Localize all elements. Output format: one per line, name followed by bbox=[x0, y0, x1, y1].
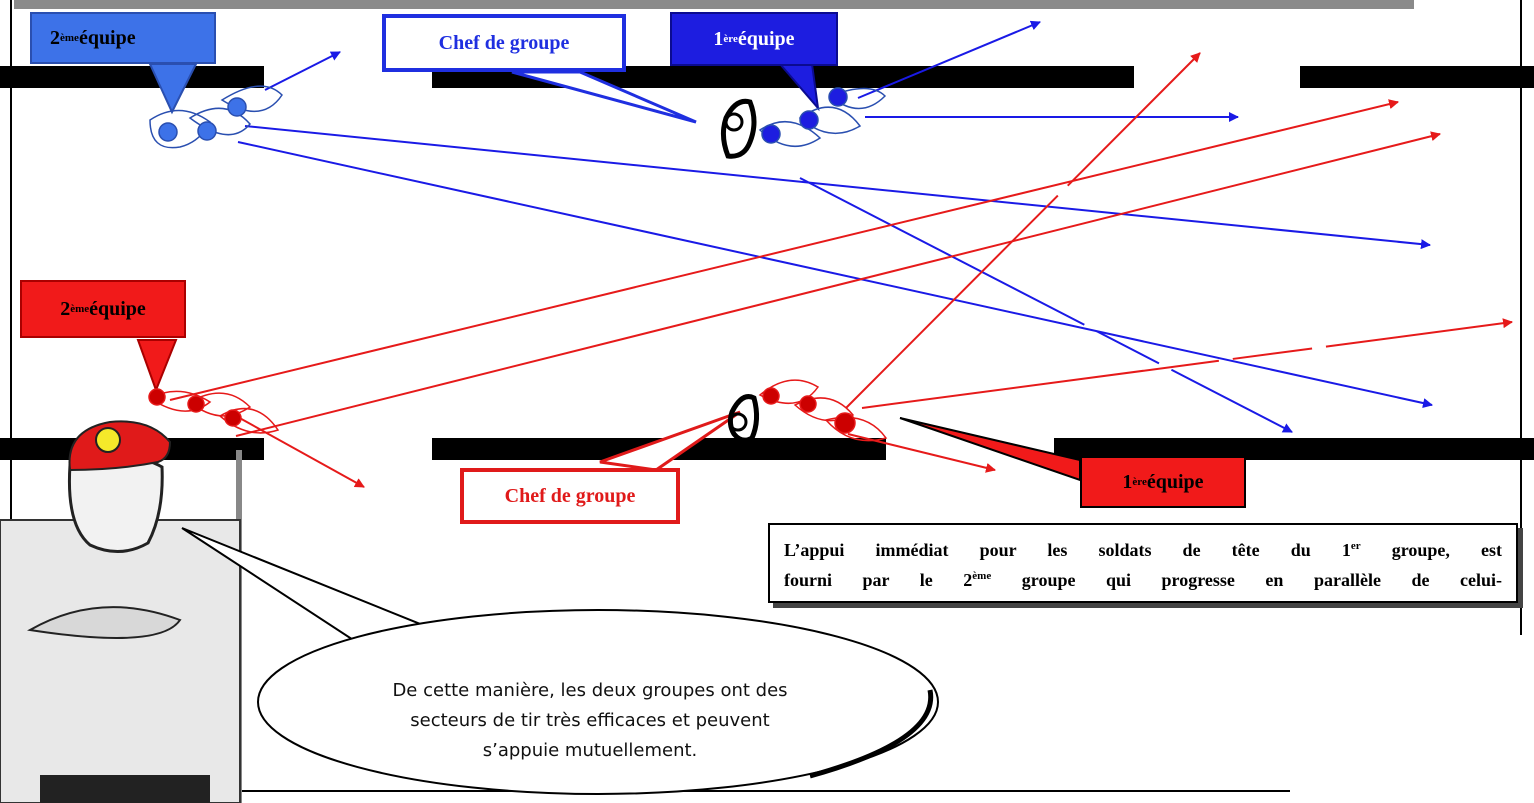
red-arrow-5 bbox=[861, 318, 1513, 409]
blue-chef-callout: Chef de groupe bbox=[382, 14, 626, 72]
red-arrow-1 bbox=[169, 99, 1399, 401]
blue-team1-word: équipe bbox=[737, 27, 795, 50]
blue-soldier-marker bbox=[227, 97, 247, 117]
red-soldier-marker bbox=[762, 387, 780, 405]
red-arrow-2 bbox=[235, 131, 1441, 437]
info-line-2a: fourni par le 2 bbox=[784, 570, 973, 590]
speech-line-1: De cette manière, les deux groupes ont d… bbox=[392, 680, 788, 701]
red-soldier-marker bbox=[148, 388, 166, 406]
red-soldier-marker bbox=[799, 395, 817, 413]
blue-arrow-4 bbox=[857, 20, 1041, 99]
blue-soldier-marker bbox=[799, 110, 819, 130]
blue-arrow-6 bbox=[799, 177, 1293, 433]
red-soldier-marker bbox=[834, 412, 856, 434]
red-chef-callout: Chef de groupe bbox=[460, 468, 680, 524]
blue-team2-sup: ème bbox=[60, 32, 79, 44]
red-team2-sup: ème bbox=[70, 303, 90, 315]
info-line-1b: groupe, est bbox=[1360, 540, 1502, 560]
red-chef-label: Chef de groupe bbox=[504, 484, 636, 507]
info-line-2b: groupe qui progresse en parallèle de cel… bbox=[991, 570, 1502, 590]
blue-chef-figure bbox=[720, 98, 757, 159]
speech-line-3: s’appuie mutuellement. bbox=[482, 740, 698, 761]
top-wall bbox=[0, 66, 1534, 88]
bottom-wall bbox=[0, 438, 1534, 460]
red-arrow-4 bbox=[845, 52, 1201, 409]
red-team2-tail bbox=[136, 339, 178, 393]
red-team1-word: équipe bbox=[1146, 470, 1204, 493]
info-box: L’appui immédiat pour les soldats de têt… bbox=[768, 523, 1518, 603]
red-soldier-marker bbox=[224, 409, 242, 427]
blue-arrow-2 bbox=[244, 125, 1431, 250]
blue-soldier-marker bbox=[158, 122, 178, 142]
blue-soldier-marker bbox=[761, 124, 781, 144]
soldier-character bbox=[0, 420, 242, 803]
character-belt bbox=[40, 775, 210, 803]
red-soldiers bbox=[148, 379, 888, 442]
blue-arrow-3 bbox=[237, 141, 1433, 408]
red-team1-tail bbox=[899, 417, 1081, 482]
info-line-1a: L’appui immédiat pour les soldats de têt… bbox=[784, 540, 1351, 560]
red-chef-figure bbox=[727, 394, 760, 443]
beret bbox=[68, 420, 172, 472]
red-arrow-3 bbox=[235, 415, 365, 488]
info-line-2-sup: ème bbox=[972, 570, 992, 582]
blue-soldier-marker bbox=[828, 87, 848, 107]
blue-soldier-marker bbox=[197, 121, 217, 141]
character-head bbox=[67, 456, 164, 553]
character-shirt bbox=[0, 519, 241, 803]
red-team2-number: 2 bbox=[60, 297, 71, 320]
info-line-1-sup: er bbox=[1350, 540, 1361, 552]
blue-soldiers bbox=[149, 85, 887, 149]
blue-team1-sup: ère bbox=[723, 33, 738, 45]
blue-arrow-1 bbox=[264, 51, 341, 91]
speech-text: De cette manière, les deux groupes ont d… bbox=[380, 676, 800, 766]
blue-team2-tail bbox=[148, 63, 198, 115]
top-gray-bar bbox=[14, 0, 1414, 9]
red-soldier-marker bbox=[187, 395, 205, 413]
blue-fire-arrows bbox=[237, 20, 1433, 433]
red-team1-sup: ère bbox=[1132, 476, 1147, 488]
blue-team1-number: 1 bbox=[713, 27, 724, 50]
info-line-2: fourni par le 2ème groupe qui progresse … bbox=[784, 563, 1502, 593]
blue-chef-label: Chef de groupe bbox=[438, 31, 570, 54]
red-team2-word: équipe bbox=[89, 297, 146, 320]
blue-team2-number: 2 bbox=[50, 26, 60, 49]
red-team1-number: 1 bbox=[1122, 470, 1133, 493]
beret-badge bbox=[95, 427, 121, 453]
red-chef-tail bbox=[599, 410, 741, 472]
speech-line-2: secteurs de tir très efficaces et peuven… bbox=[410, 710, 770, 731]
speech-bubble bbox=[181, 527, 939, 795]
info-line-1: L’appui immédiat pour les soldats de têt… bbox=[784, 533, 1502, 563]
blue-team2-word: équipe bbox=[78, 26, 136, 49]
blue-chef-tail bbox=[511, 70, 697, 124]
